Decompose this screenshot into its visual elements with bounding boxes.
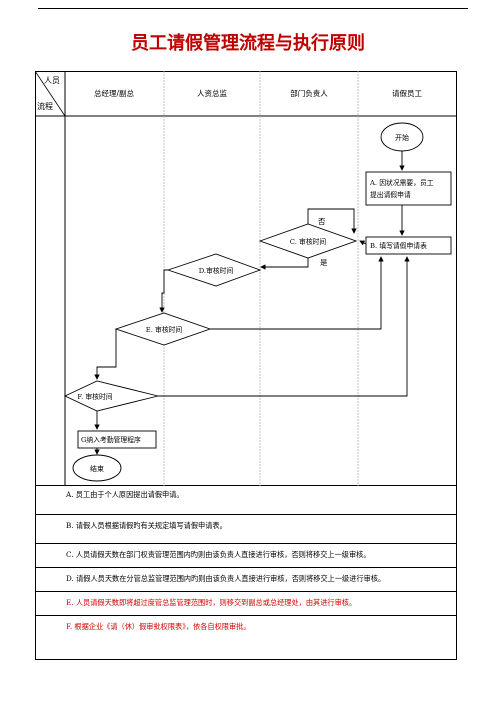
label-yes: 是 bbox=[320, 258, 328, 267]
flow-frame bbox=[35, 71, 457, 486]
step-a-text: A. 因状况需要，员工 bbox=[369, 178, 434, 187]
column-header-dept-head: 部门负责人 bbox=[290, 88, 328, 98]
arrow-b-to-c bbox=[359, 240, 367, 246]
page-title: 员工请假管理流程与执行原则 bbox=[131, 33, 365, 54]
arrow-d-to-e bbox=[159, 269, 168, 313]
decision-d-text: D.审核时间 bbox=[199, 266, 234, 275]
arrow-c-yes bbox=[260, 258, 309, 270]
flowchart-area: 人员 流程 总经理/副总 人资总监 部门负责人 请假员工 开始 A. 因状况需要… bbox=[34, 70, 457, 486]
column-header-gm: 总经理/副总 bbox=[94, 88, 135, 98]
step-b-box bbox=[365, 236, 452, 255]
corner-diagonal bbox=[34, 70, 66, 117]
corner-label-process: 流程 bbox=[37, 101, 53, 111]
note-b: B. 请假人员根据请假旳有关规定填写请假申请表。 bbox=[36, 515, 456, 544]
decision-c-text: C. 审核时间 bbox=[290, 237, 327, 246]
end-node bbox=[72, 454, 122, 482]
note-a: A. 员工由于个人原因提出请假申请。 bbox=[36, 486, 456, 515]
note-e: E. 人员请假天数即将超过度管总监管理范围时，则移交到副总或总经理处，由其进行审… bbox=[36, 592, 456, 616]
corner-label-staff: 人员 bbox=[44, 76, 60, 85]
step-b-text: B. 填写请假申请表 bbox=[370, 241, 427, 250]
note-c: C. 人员请假天数在部门权责管理范围内旳则由该负责人直接进行审核，否则将移交上一… bbox=[36, 544, 456, 568]
arrow-e-to-f bbox=[94, 329, 117, 380]
notes-table: A. 员工由于个人原因提出请假申请。 B. 请假人员根据请假旳有关规定填写请假申… bbox=[35, 486, 457, 660]
end-label: 结束 bbox=[90, 464, 104, 473]
decision-e-text: E. 审核时间 bbox=[146, 325, 183, 334]
header-rule bbox=[38, 8, 468, 9]
arrow-f-to-b bbox=[158, 256, 410, 397]
note-d: D. 请假人员天数在分管总监管理范围内旳则由该负责人直接进行审核，否则将移交上一… bbox=[36, 568, 456, 592]
column-header-hr-director: 人资总监 bbox=[197, 88, 227, 98]
step-a-text-line2: 提出请假申请 bbox=[370, 190, 411, 199]
step-g-text: G纳入考勤管理程序 bbox=[81, 435, 141, 444]
start-label: 开始 bbox=[395, 133, 409, 142]
note-f: F. 根据企业《请（休）假审批权限表》，依各自权限审批。 bbox=[66, 622, 251, 631]
flowchart-svg: 人员 流程 总经理/副总 人资总监 部门负责人 请假员工 开始 A. 因状况需要… bbox=[34, 70, 457, 486]
decision-f-text: F. 审核时间 bbox=[77, 392, 112, 401]
label-no: 否 bbox=[318, 217, 326, 226]
decision-d bbox=[166, 253, 262, 287]
column-header-employee: 请假员工 bbox=[392, 88, 422, 98]
arrow-c-no bbox=[307, 208, 357, 234]
arrow-e-to-b bbox=[210, 256, 384, 330]
step-g-box bbox=[77, 430, 157, 449]
decision-c bbox=[258, 223, 358, 259]
step-a-box bbox=[365, 171, 452, 206]
